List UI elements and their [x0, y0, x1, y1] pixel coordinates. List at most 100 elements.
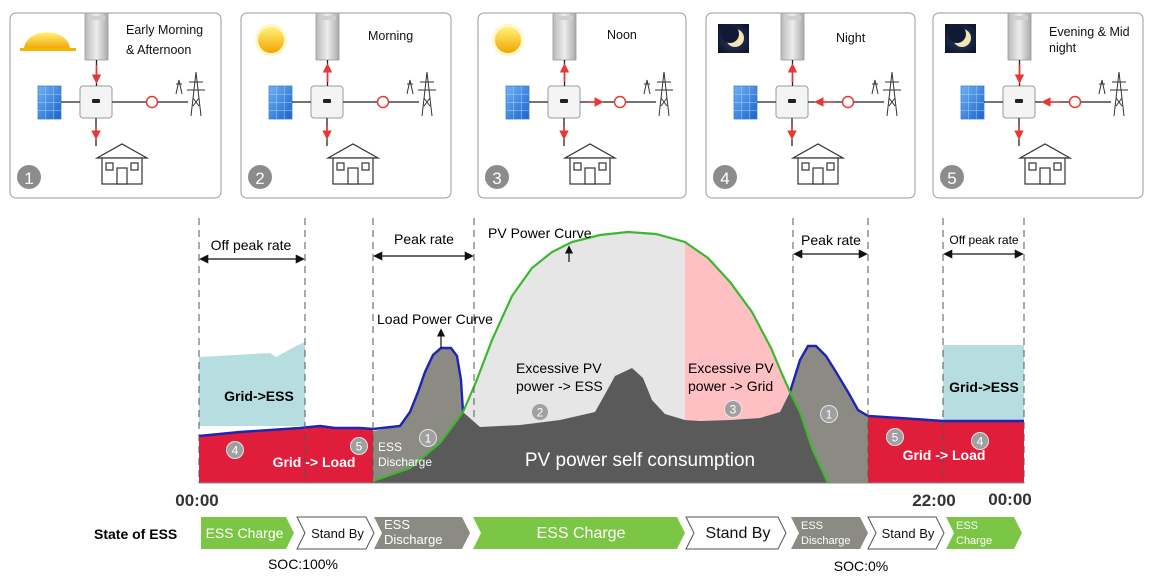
time-22-label: 22:00 [912, 491, 955, 510]
grid-to-load-left-area [199, 426, 373, 483]
battery-icon [552, 12, 577, 61]
off-peak-rate-left-label: Off peak rate [211, 237, 292, 253]
solar-panel-icon [505, 85, 530, 120]
inverter-icon [79, 85, 113, 119]
ess-state-standby: Stand By [867, 516, 945, 550]
svg-text:4: 4 [232, 444, 239, 458]
ess-state-charge: ESS Charge [473, 517, 685, 549]
ess-discharge-left-label: ESS Discharge [378, 440, 432, 469]
peak-rate-right-label: Peak rate [801, 232, 861, 248]
moon-icon [718, 24, 749, 53]
sun-icon [492, 24, 524, 56]
soc-full-label: SOC:100% [268, 556, 338, 572]
region-marker-discharge-1: 1 [419, 429, 437, 447]
svg-text:4: 4 [977, 435, 984, 449]
ess-state-standby: Stand By [685, 516, 787, 550]
meter-icon [1068, 95, 1082, 109]
mode-panel-3: Noon 3 [477, 12, 687, 199]
excess-pv-to-grid-area [685, 242, 790, 421]
battery-icon [780, 12, 805, 61]
svg-text:1: 1 [826, 408, 833, 422]
house-icon [94, 143, 150, 185]
svg-text:5: 5 [356, 440, 363, 454]
svg-text:5: 5 [947, 169, 956, 188]
mode-panel-number-badge: 2 [248, 165, 272, 189]
meter-icon [376, 95, 390, 109]
region-marker-excess-3: 3 [724, 400, 742, 418]
ess-state-standby: Stand By [296, 516, 375, 550]
mode-panel-1: Early Morning& Afternoon 1 [9, 12, 222, 199]
ess-state-charge: ESS Charge [201, 517, 294, 549]
load-power-curve [198, 344, 1024, 438]
time-end-label: 00:00 [988, 490, 1031, 509]
house-icon [562, 143, 618, 185]
pv-self-consumption-area [373, 368, 828, 483]
pv-self-consumption-label: PV power self consumption [525, 450, 755, 471]
house-icon [1017, 143, 1073, 185]
solar-panel-icon [960, 85, 985, 120]
excess-pv-to-ess-label: Excessive PV power -> ESS [516, 360, 605, 394]
mode-panel-number-badge: 1 [17, 165, 41, 189]
grid-to-ess-right-area [943, 345, 1024, 421]
pv-power-curve-label: PV Power Curve [488, 225, 592, 241]
power-grid-tower-icon [1098, 71, 1128, 117]
svg-text:Stand By: Stand By [706, 525, 771, 542]
ess-discharge-area-left [373, 348, 463, 481]
house-icon [790, 143, 846, 185]
mode-panel-title: Early Morning& Afternoon [126, 23, 203, 57]
battery-icon [1007, 12, 1032, 61]
grid-to-ess-left-area [199, 342, 305, 426]
grid-to-ess-right-label: Grid->ESS [949, 379, 1019, 395]
pv-power-curve [372, 230, 830, 484]
rate-period-arrows [199, 249, 1024, 264]
grid-to-load-right-label: Grid -> Load [903, 447, 986, 463]
soc-empty-label: SOC:0% [834, 558, 888, 574]
svg-text:4: 4 [720, 169, 729, 188]
power-grid-tower-icon [871, 71, 901, 117]
region-marker-excess-2: 2 [531, 403, 549, 421]
mode-panel-number-badge: 5 [940, 165, 964, 189]
mode-panel-4: Night 4 [705, 12, 916, 199]
solar-panel-icon [733, 85, 758, 120]
meter-icon [841, 95, 855, 109]
ess-state-title: State of ESS [94, 526, 177, 542]
svg-text:5: 5 [892, 431, 899, 445]
peak-rate-left-label: Peak rate [394, 231, 454, 247]
svg-text:Stand By: Stand By [311, 526, 364, 541]
power-grid-tower-icon [175, 71, 205, 117]
meter-icon [613, 95, 627, 109]
excess-pv-to-grid-label: Excessive PV power -> Grid [688, 360, 777, 394]
daily-energy-chart: Off peak rate Peak rate Peak rate Off pe… [175, 218, 1032, 510]
mode-panel-title: Night [836, 31, 866, 45]
grid-to-load-right-area [868, 416, 1024, 483]
svg-text:2: 2 [537, 406, 544, 420]
svg-text:Stand By: Stand By [882, 526, 935, 541]
off-peak-rate-right-label: Off peak rate [949, 233, 1018, 247]
inverter-icon [547, 85, 581, 119]
svg-text:3: 3 [492, 169, 501, 188]
inverter-icon [310, 85, 344, 119]
battery-icon [315, 12, 340, 61]
svg-text:1: 1 [425, 432, 432, 446]
power-grid-tower-icon [643, 71, 673, 117]
load-power-curve-label: Load Power Curve [377, 311, 493, 327]
mode-panel-title: Noon [607, 28, 637, 42]
sun-rising-icon [20, 32, 76, 51]
inverter-icon [1002, 85, 1036, 119]
mode-panel-number-badge: 4 [713, 165, 737, 189]
sun-icon [255, 24, 287, 56]
house-icon [325, 143, 381, 185]
moon-icon [945, 24, 976, 53]
region-marker-left-5: 5 [350, 437, 368, 455]
